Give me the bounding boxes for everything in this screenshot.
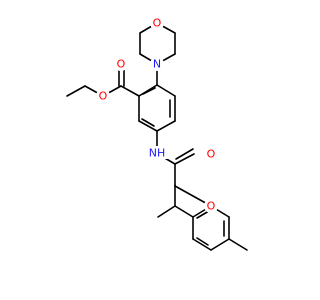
bond	[142, 87, 156, 95]
ester-oxygen-label: O	[99, 90, 108, 103]
bond	[141, 118, 155, 127]
bond	[157, 205, 176, 218]
bond	[66, 85, 86, 97]
bond	[175, 148, 194, 160]
amide-oxygen-label: O	[207, 148, 216, 161]
morpholine-oxygen-label: O	[153, 17, 162, 30]
bond	[174, 153, 195, 165]
bond	[192, 238, 212, 251]
bond	[120, 85, 140, 97]
atom-label-layer: N O O O NH O O	[96, 16, 218, 213]
ester-carbonyl-oxygen-label: O	[117, 58, 126, 71]
bond	[210, 238, 230, 251]
bond	[138, 84, 158, 97]
morpholine-nitrogen-label: N	[153, 58, 161, 71]
bond	[174, 205, 194, 218]
bond	[156, 120, 176, 132]
bond	[196, 237, 209, 246]
bond	[228, 238, 248, 251]
bond	[174, 185, 194, 197]
bond	[138, 120, 158, 132]
amide-nh-label: NH	[149, 147, 166, 160]
ether-oxygen-label: O	[207, 200, 216, 213]
bond	[196, 210, 210, 219]
molecule-diagram: N O O O NH O O	[66, 16, 248, 251]
bond	[156, 84, 176, 97]
